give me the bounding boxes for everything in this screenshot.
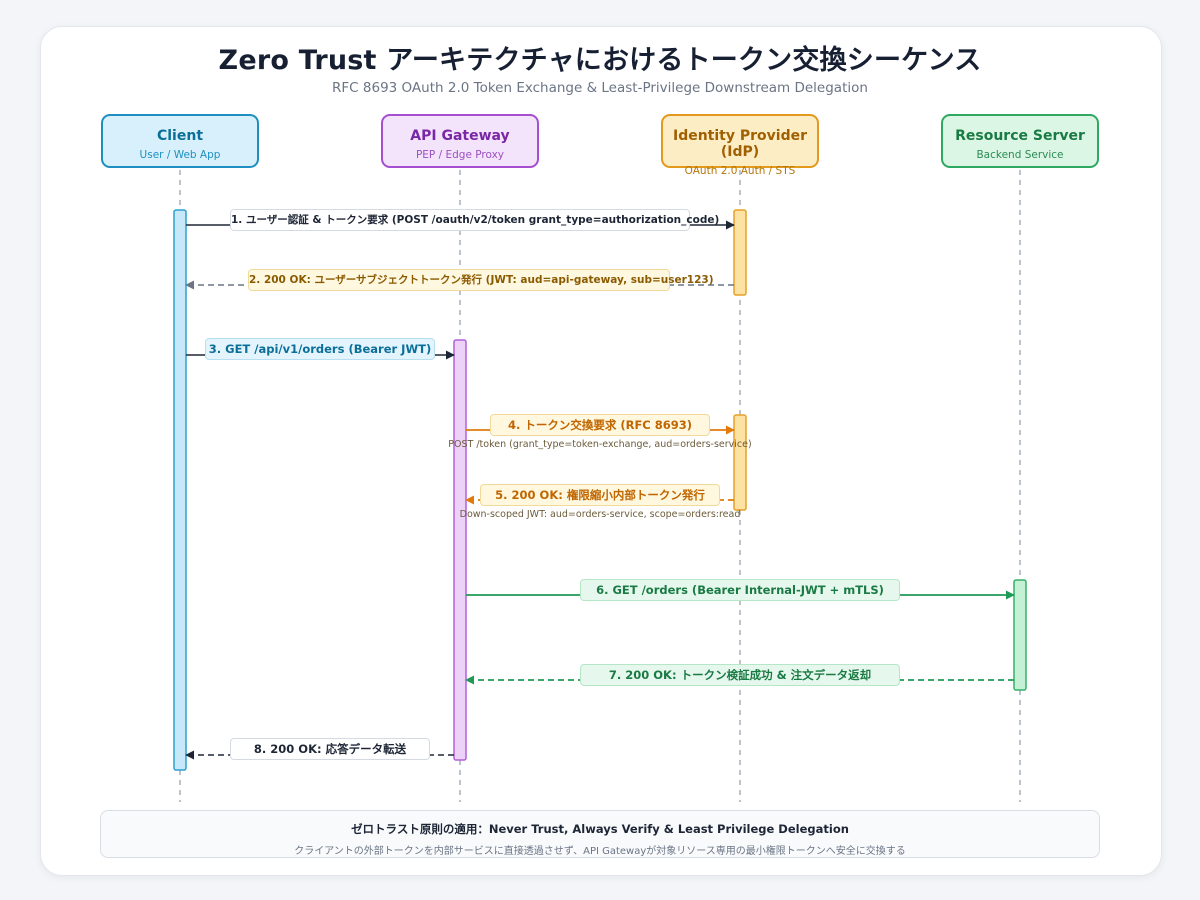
message-3-label: 3. GET /api/v1/orders (Bearer JWT) <box>205 338 435 360</box>
message-5-label: 5. 200 OK: 権限縮小内部トークン発行 <box>480 484 720 506</box>
page-title: Zero Trust アーキテクチャにおけるトークン交換シーケンス <box>218 45 982 76</box>
footer-detail: クライアントの外部トークンを内部サービスに直接透過させず、API Gateway… <box>294 846 906 857</box>
actor-client-role: User / Web App <box>139 149 221 161</box>
message-4-note: POST /token (grant_type=token-exchange, … <box>448 439 752 450</box>
actor-api-gateway-name: API Gateway <box>410 128 510 144</box>
actor-api-gateway: API Gateway PEP / Edge Proxy <box>381 114 539 168</box>
message-4-label: 4. トークン交換要求 (RFC 8693) <box>490 414 710 436</box>
message-2-label: 2. 200 OK: ユーザーサブジェクトトークン発行 (JWT: aud=ap… <box>248 269 714 291</box>
principle-footer: ゼロトラスト原則の適用：Never Trust, Always Verify &… <box>100 810 1100 858</box>
page-subtitle: RFC 8693 OAuth 2.0 Token Exchange & Leas… <box>332 80 868 96</box>
activation-client <box>173 209 187 771</box>
activation-resource <box>1013 579 1027 691</box>
actor-identity-provider-name: Identity Provider (IdP) <box>672 128 807 160</box>
activation-idp-1 <box>733 209 747 296</box>
actor-api-gateway-role: PEP / Edge Proxy <box>415 149 505 161</box>
message-6-label: 6. GET /orders (Bearer Internal-JWT + mT… <box>580 579 900 601</box>
actor-resource-server-name: Resource Server <box>955 128 1085 144</box>
actor-resource-server-role: Backend Service <box>976 149 1064 161</box>
actor-client-name: Client <box>156 128 204 144</box>
footer-headline: ゼロトラスト原則の適用：Never Trust, Always Verify &… <box>351 822 849 836</box>
message-8-label: 8. 200 OK: 応答データ転送 <box>230 738 430 760</box>
actor-resource-server: Resource Server Backend Service <box>941 114 1099 168</box>
message-5-note: Down-scoped JWT: aud=orders-service, sco… <box>459 509 741 520</box>
message-7-label: 7. 200 OK: トークン検証成功 & 注文データ返却 <box>580 664 900 686</box>
actor-client: Client User / Web App <box>101 114 259 168</box>
actor-identity-provider-role: OAuth 2.0 Auth / STS <box>684 165 796 177</box>
actor-identity-provider: Identity Provider (IdP) OAuth 2.0 Auth /… <box>661 114 819 177</box>
activation-idp-2 <box>733 414 747 511</box>
activation-gateway <box>453 339 467 761</box>
message-1-label: 1. ユーザー認証 & トークン要求 (POST /oauth/v2/token… <box>230 209 719 231</box>
